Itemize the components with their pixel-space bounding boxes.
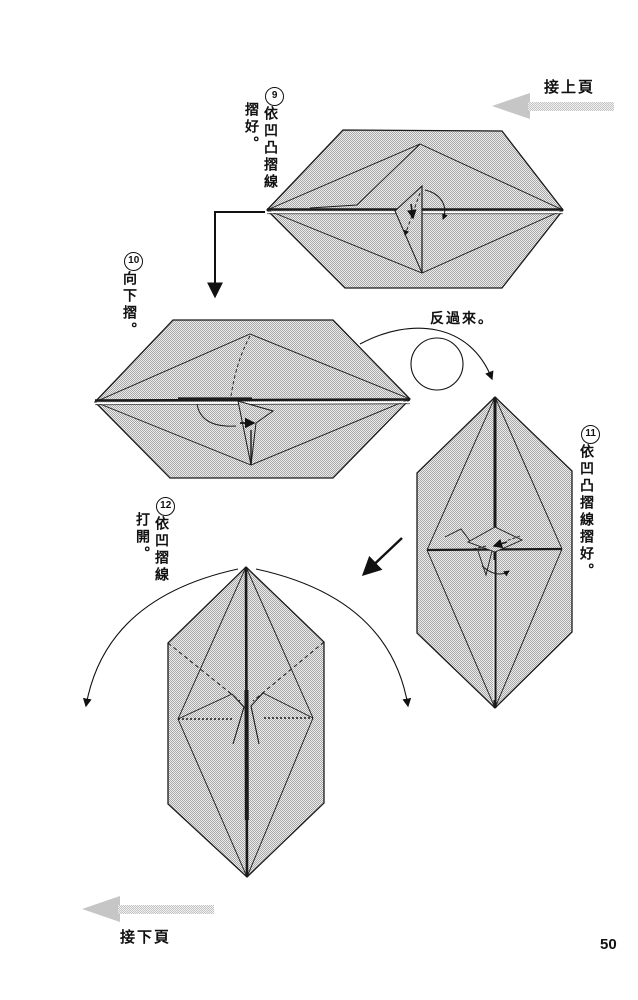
- next-step-arrow-icon: [361, 537, 403, 576]
- step-9-number: 9: [265, 87, 285, 106]
- step-11-label: 11依凹凸摺線摺好。: [577, 425, 601, 580]
- prev-page-arrow-icon: [492, 93, 614, 119]
- step-10-main: 10向下摺。: [120, 252, 144, 339]
- diagram-step-9: [266, 129, 564, 289]
- diagram-step-12: [167, 566, 325, 878]
- turn-over-note: 反過來。: [430, 310, 494, 326]
- prev-page-label: 接上頁: [544, 79, 596, 96]
- diagram-step-11: [416, 396, 573, 709]
- next-page-label: 接下頁: [120, 929, 172, 946]
- step-10-label: 10向下摺。: [120, 252, 144, 339]
- open-out-arrows-icon: [82, 568, 412, 708]
- step-9-main: 9依凹凸摺線: [261, 87, 285, 191]
- step-12-label: 12依凹摺線 打開。: [133, 497, 176, 584]
- step-11-main: 11依凹凸摺線摺好。: [577, 425, 601, 580]
- page-number: 50: [600, 936, 617, 953]
- turn-over-arrow-icon: [359, 327, 494, 391]
- step-9-cont: 摺好。: [244, 102, 260, 153]
- step-11-number: 11: [581, 425, 601, 444]
- step-12-number: 12: [156, 497, 176, 516]
- step-12-cont: 打開。: [135, 512, 151, 563]
- fold-down-arrow-icon: [207, 211, 265, 299]
- diagram-step-10: [94, 319, 411, 479]
- step-10-number: 10: [124, 252, 144, 271]
- step-9-label: 9依凹凸摺線 摺好。: [242, 87, 285, 191]
- next-page-arrow-icon: [82, 896, 214, 922]
- step-12-main: 12依凹摺線: [152, 497, 176, 584]
